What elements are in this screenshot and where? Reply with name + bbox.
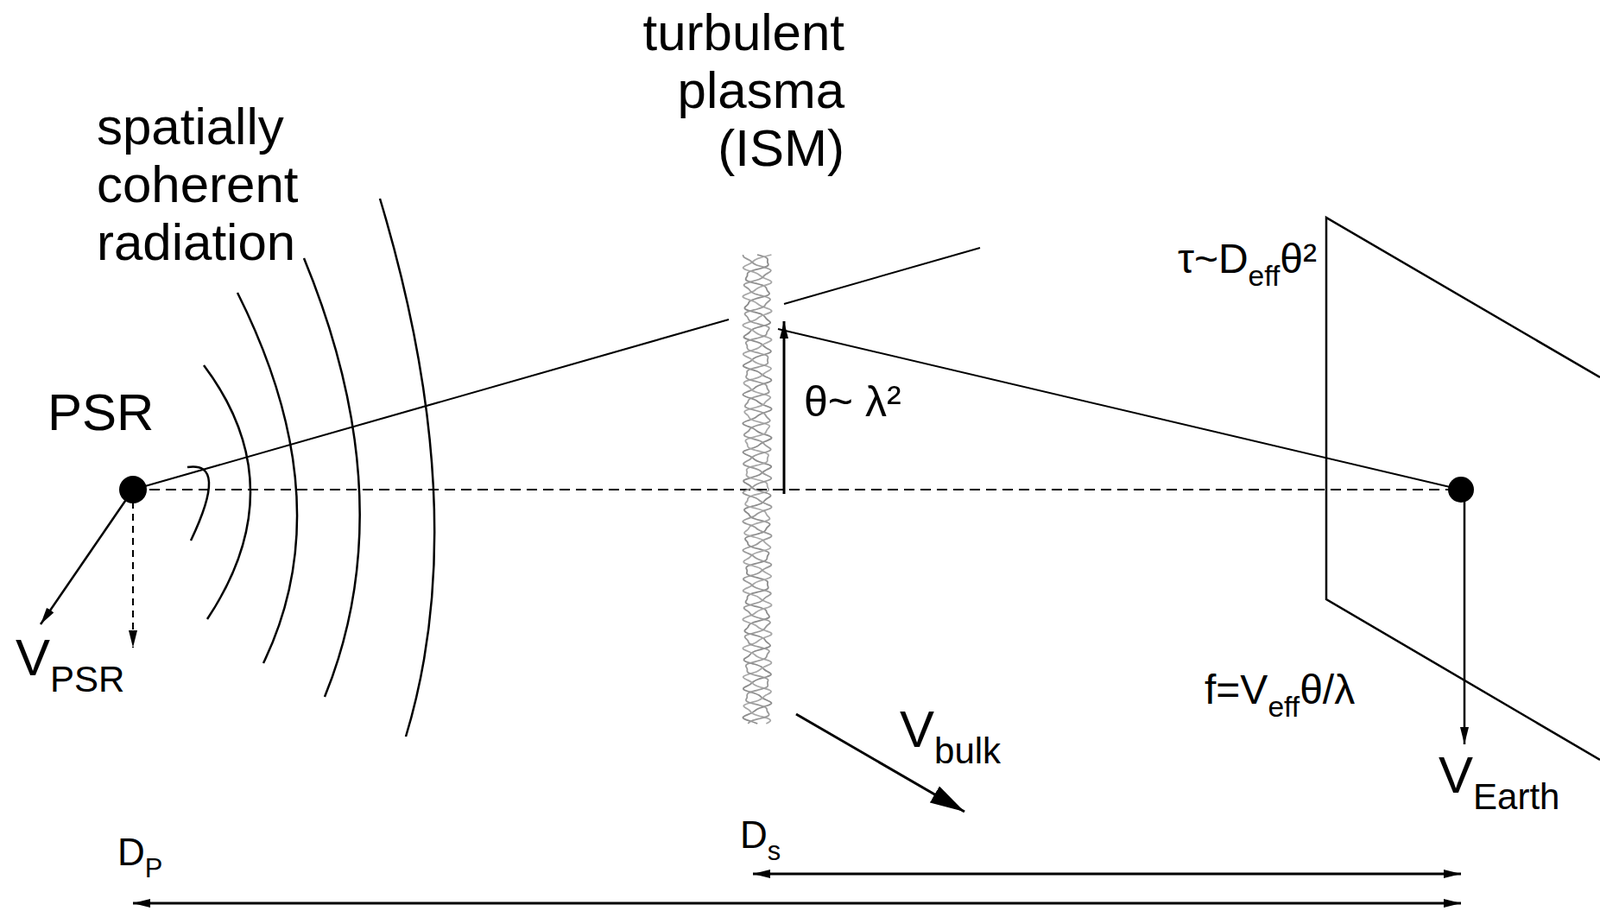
velocity-label: Vbulk	[899, 700, 1001, 759]
line-of-sight	[132, 488, 1461, 491]
region-label: turbulent plasma (ISM)	[611, 3, 845, 178]
subscript: Earth	[1473, 776, 1560, 817]
velocity-component-arrow	[132, 489, 134, 648]
observer-dot	[1448, 476, 1474, 503]
subscript: s	[767, 835, 781, 867]
wavefront	[203, 365, 251, 620]
velocity-label: VEarth	[1438, 746, 1560, 804]
turbulence-curve	[742, 254, 772, 724]
wavefront	[303, 258, 361, 697]
main-text: τ~D	[1177, 235, 1249, 282]
turbulent-screen	[742, 254, 772, 724]
distance-label: Ds	[739, 813, 781, 856]
subscript: bulk	[934, 730, 1001, 772]
main-text: D	[739, 813, 768, 856]
subscript: P	[145, 853, 164, 884]
subscript: eff	[1248, 259, 1281, 292]
main-text: θ²	[1279, 235, 1317, 282]
velocity-label: VPSR	[15, 628, 125, 687]
angle-arrow	[783, 321, 786, 494]
main-text: V	[1438, 746, 1474, 804]
subscript: eff	[1267, 690, 1300, 723]
ray	[132, 319, 729, 490]
wavefronts	[187, 198, 435, 737]
velocity-arrow	[40, 489, 133, 625]
velocity-arrow	[1463, 489, 1467, 745]
distance-label: DP	[117, 830, 163, 873]
pulsar-label: PSR	[47, 383, 154, 442]
main-text: V	[15, 628, 51, 687]
scattered-ray	[777, 328, 1461, 490]
delay-formula: τ~Deffθ²	[1177, 235, 1317, 283]
distance-bar	[752, 872, 1461, 876]
turbulence-curve	[742, 254, 772, 724]
main-text: V	[899, 700, 935, 759]
main-text: f=V	[1204, 666, 1268, 713]
main-text: D	[117, 830, 146, 873]
distance-bar	[132, 902, 1461, 905]
radiation-label: spatially coherent radiation	[96, 97, 313, 272]
wavefront	[237, 292, 298, 664]
wavefront	[187, 466, 209, 541]
frequency-formula: f=Veffθ/λ	[1204, 666, 1355, 714]
main-text: θ/λ	[1299, 666, 1355, 713]
wavefront	[379, 198, 435, 737]
pulsar-dot	[119, 475, 147, 504]
angle-formula: θ~ λ²	[803, 377, 902, 426]
subscript: PSR	[50, 658, 125, 700]
ray	[784, 247, 981, 304]
turbulence-curve	[742, 254, 772, 724]
